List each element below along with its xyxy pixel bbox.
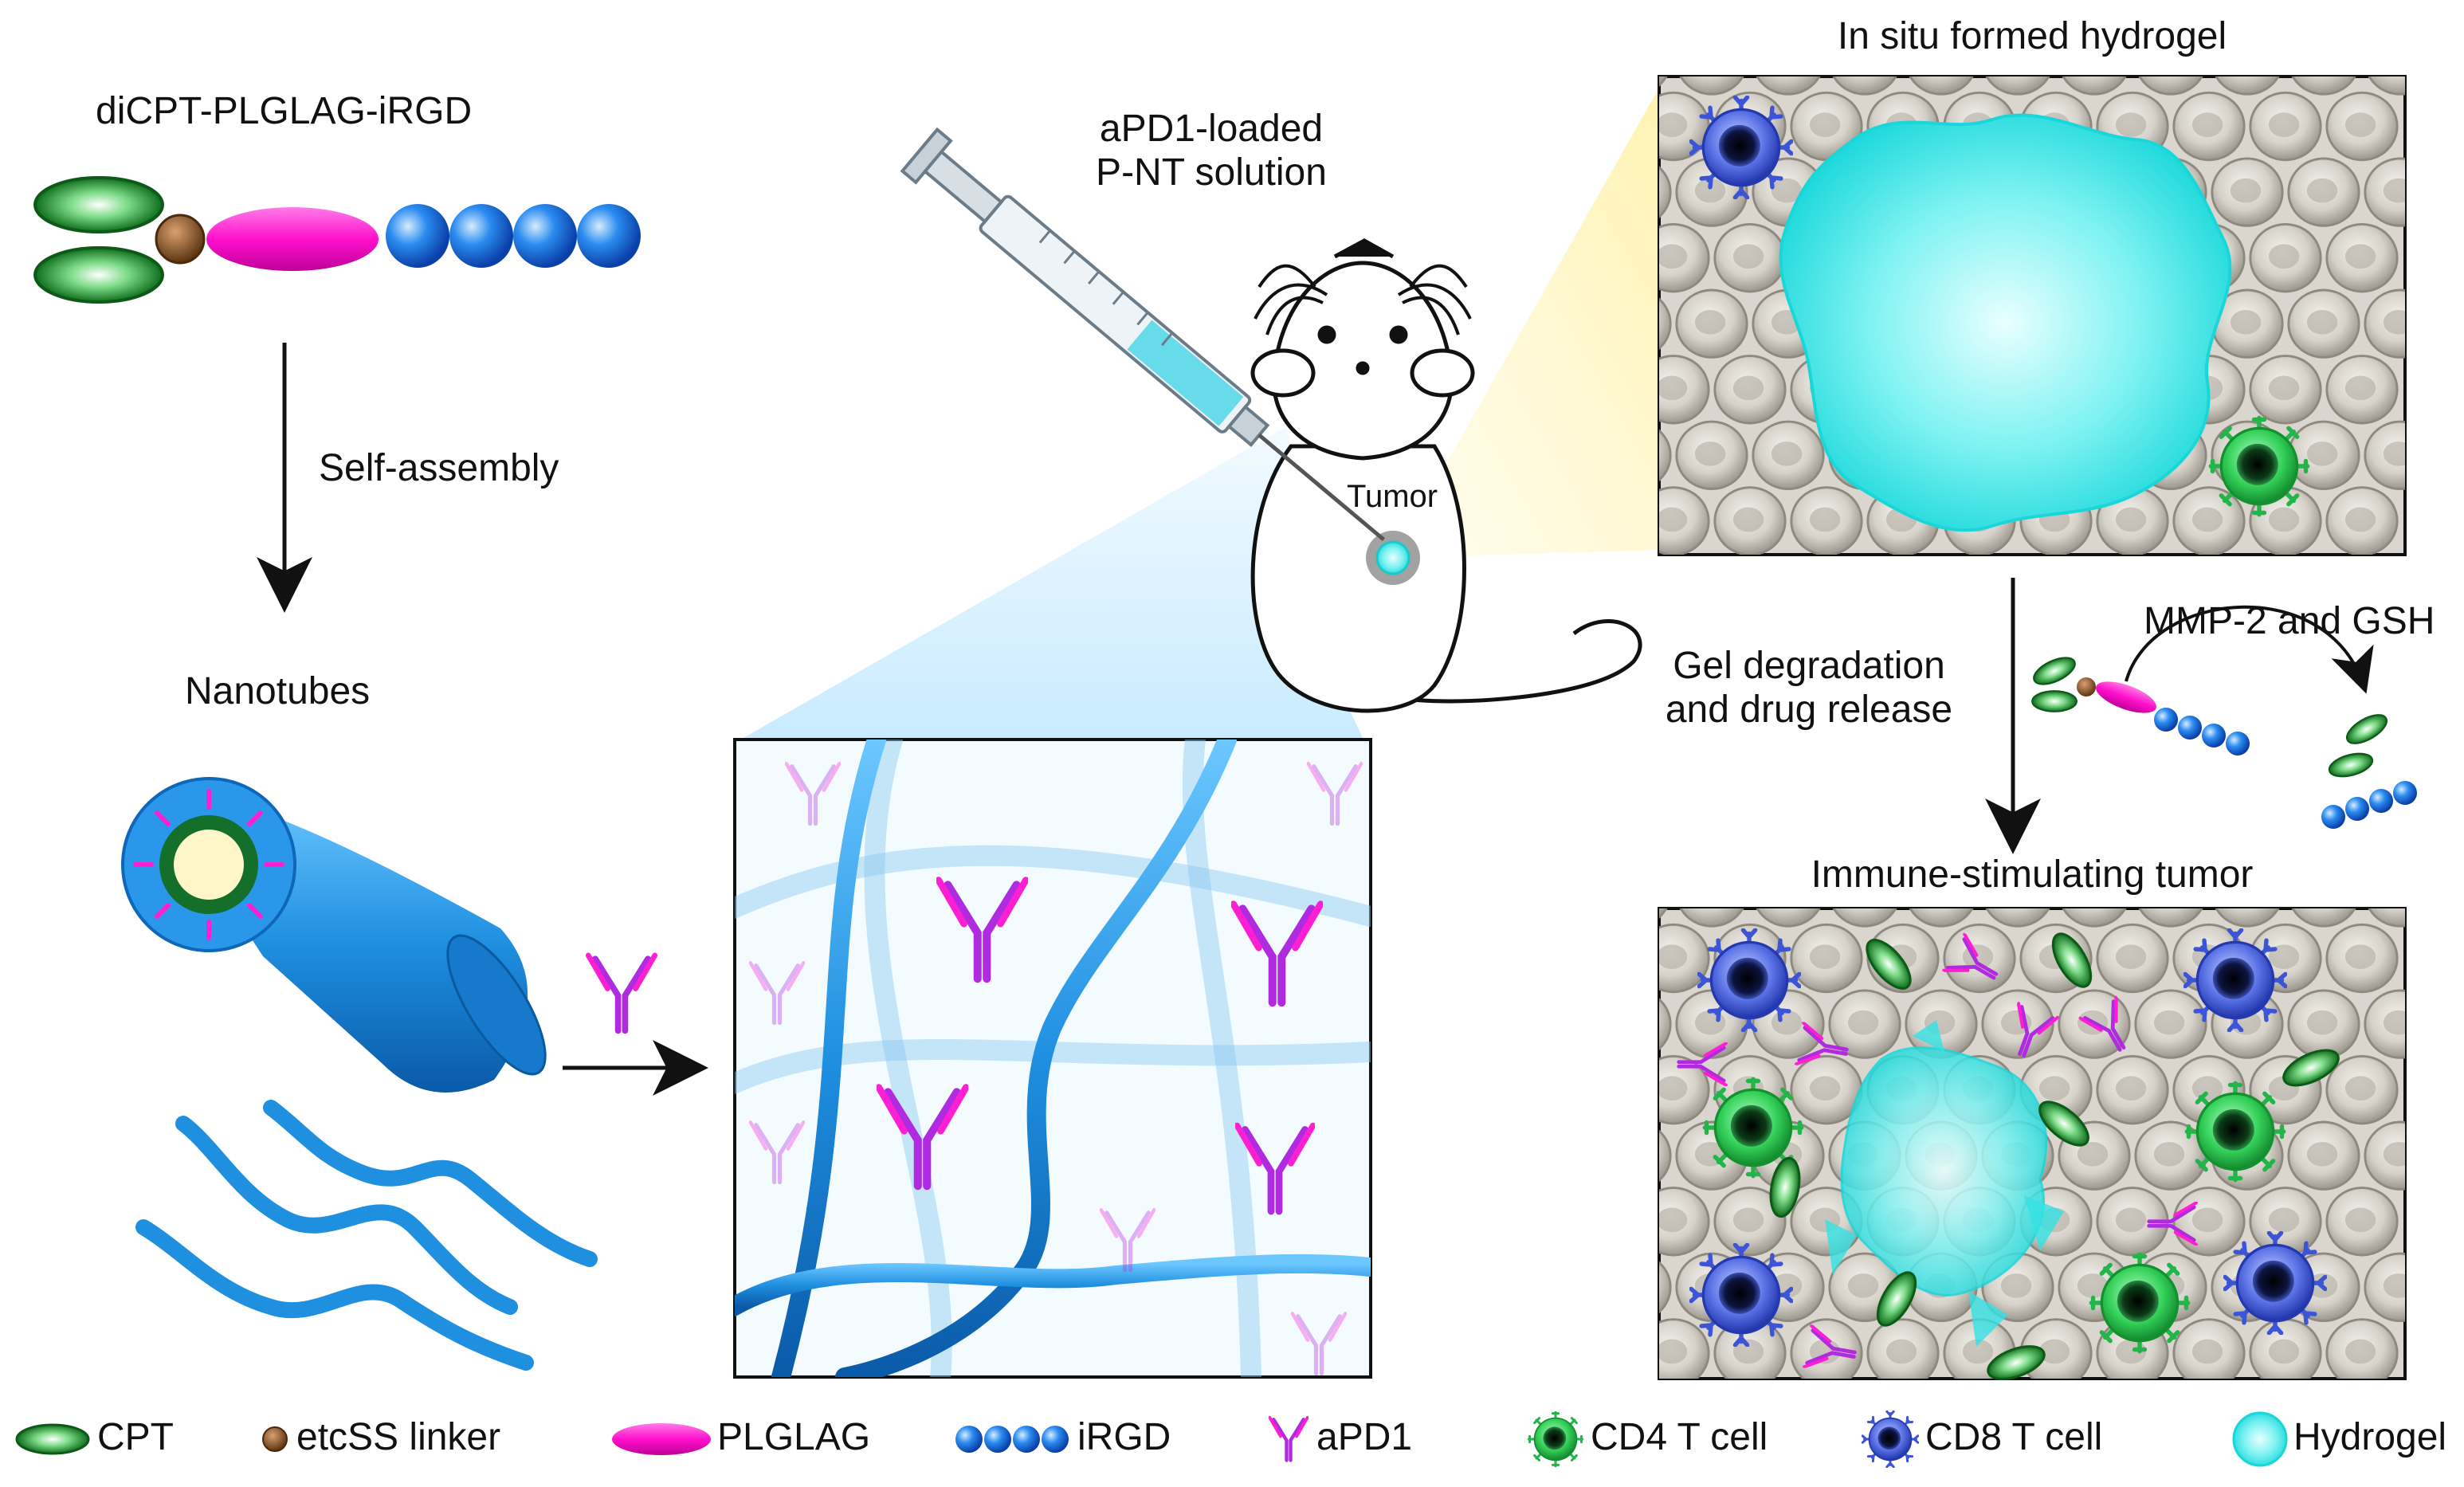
cd4-t-cell	[2211, 418, 2307, 514]
tissue-cell	[1790, 923, 1863, 994]
in-situ-hydrogel-panel	[1658, 75, 2407, 556]
tissue-cell	[2364, 989, 2405, 1059]
syringe-illustration	[900, 127, 1386, 542]
tissue-cell	[2249, 1318, 2322, 1379]
apd1-icon-arrow	[588, 955, 655, 1031]
nanotubes-title: Nanotubes	[185, 670, 371, 712]
legend-label-irgd: iRGD	[1077, 1416, 1171, 1458]
tissue-cell	[2211, 157, 2284, 227]
tissue-cell	[2172, 1318, 2246, 1379]
molecule-structure	[33, 176, 641, 304]
mouse-illustration	[1250, 238, 1642, 713]
zoom-beam-yellow	[1393, 88, 1659, 558]
hydrogel-panel-title: In situ formed hydrogel	[1837, 15, 2227, 57]
tissue-cell	[2325, 1187, 2399, 1257]
tissue-cell	[2172, 486, 2246, 555]
molecule-title: diCPT-PLGLAG-iRGD	[96, 90, 473, 132]
tissue-cell	[2325, 1318, 2399, 1379]
tissue-cell	[2249, 355, 2322, 425]
plglag-icon	[612, 1423, 711, 1455]
tissue-cell	[1659, 923, 1710, 994]
tissue-cell	[1659, 1318, 1710, 1379]
self-assembly-label: Self-assembly	[319, 447, 559, 489]
release-label: Gel degradation and drug release	[1665, 645, 1953, 732]
legend-label-apd1: aPD1	[1316, 1416, 1413, 1458]
hydrogel-icon	[2232, 1411, 2288, 1467]
tissue-cell	[2249, 223, 2322, 293]
tissue-cell	[2325, 486, 2399, 555]
legend-label-etcss-linker: etcSS linker	[296, 1416, 501, 1458]
tissue-cell	[1790, 486, 1863, 555]
cpt-icon	[15, 1423, 90, 1455]
tissue-cell	[1659, 1187, 1710, 1257]
legend-label-cd4: CD4 T cell	[1591, 1416, 1768, 1458]
tissue-cell	[1752, 420, 1825, 491]
tissue-cell	[2287, 157, 2360, 227]
tissue-cell	[2287, 1120, 2360, 1191]
tissue-cell	[1675, 288, 1748, 359]
tissue-cell	[2364, 420, 2405, 491]
tissue-cell	[2134, 989, 2207, 1059]
legend-label-cpt: CPT	[97, 1416, 174, 1458]
cd8-t-cell-icon	[1862, 1410, 1919, 1468]
tissue-cell	[2325, 223, 2399, 293]
immune-tumor-panel	[1658, 907, 2407, 1387]
immune-panel-title: Immune-stimulating tumor	[1811, 853, 2254, 896]
tissue-cell	[2096, 1055, 2169, 1125]
irgd-icon	[955, 1426, 1069, 1453]
cd4-t-cell-icon	[1527, 1410, 1584, 1468]
tissue-cell	[2325, 923, 2399, 994]
legend-label-cd8: CD8 T cell	[1925, 1416, 2103, 1458]
legend-icons	[15, 1410, 2288, 1468]
tissue-cell	[2325, 1055, 2399, 1125]
tissue-cell	[1713, 355, 1787, 425]
tissue-cell	[2287, 420, 2360, 491]
tissue-cell	[2249, 91, 2322, 162]
tissue-cell	[1659, 1120, 1672, 1191]
tissue-cell	[1659, 1252, 1672, 1323]
tissue-cell	[2172, 91, 2246, 162]
hydrogel-network-panel	[733, 738, 1372, 1379]
tissue-cell	[1659, 989, 1672, 1059]
nanotube-illustration	[121, 777, 547, 1093]
tissue-cell	[2325, 355, 2399, 425]
tissue-cell	[1675, 420, 1748, 491]
apd1-icon	[1269, 1418, 1308, 1461]
tissue-cell	[2325, 91, 2399, 162]
tissue-cell	[1866, 1318, 1940, 1379]
tissue-cell	[2364, 1252, 2405, 1323]
tissue-cell	[2364, 157, 2405, 227]
tissue-cell	[1713, 486, 1787, 555]
injection-label: aPD1-loaded P-NT solution	[1096, 108, 1327, 194]
tissue-cell	[2096, 923, 2169, 994]
enzymes-label: MMP-2 and GSH	[2144, 600, 2435, 642]
tissue-cell	[1943, 923, 2016, 994]
tissue-cell	[2364, 288, 2405, 359]
tissue-cell	[2364, 1120, 2405, 1191]
legend-label-plglag: PLGLAG	[717, 1416, 871, 1458]
cleavage-sketch	[2029, 605, 2417, 829]
nanofibers	[135, 1100, 598, 1371]
zoom-beam-blue	[738, 426, 1364, 741]
tissue-cell	[2172, 1187, 2246, 1257]
etcss-linker-icon	[262, 1426, 288, 1452]
tissue-cell	[1713, 223, 1787, 293]
legend-label-hydrogel: Hydrogel	[2293, 1416, 2447, 1458]
tumor-spot	[1366, 531, 1420, 585]
tissue-cell	[2249, 1187, 2322, 1257]
tissue-cell	[2287, 288, 2360, 359]
tissue-cell	[2287, 989, 2360, 1059]
tumor-label: Tumor	[1347, 479, 1438, 514]
